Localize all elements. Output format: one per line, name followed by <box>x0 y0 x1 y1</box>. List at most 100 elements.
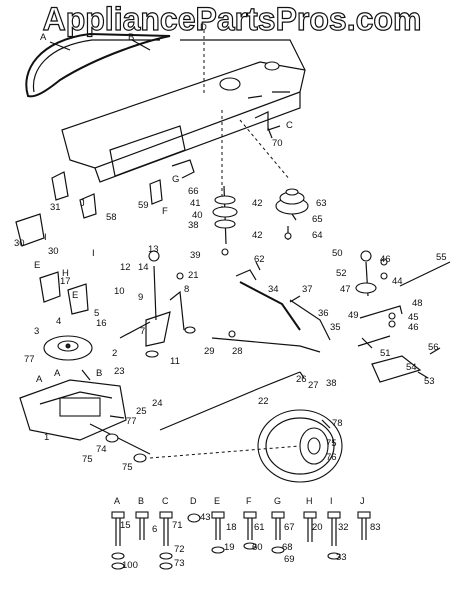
callout-55: 55 <box>436 252 447 263</box>
callout-38: 38 <box>326 378 337 389</box>
callout-71: 71 <box>172 520 183 531</box>
drive-belt-shape <box>25 32 171 98</box>
letter-H: H <box>62 268 69 279</box>
callout-23: 23 <box>114 366 125 377</box>
bolt-71-shape <box>159 511 173 570</box>
hdr-A: A <box>114 496 120 506</box>
letter-B2: B <box>96 368 102 379</box>
pulley-3-shape <box>43 335 93 361</box>
callout-53: 53 <box>424 376 435 387</box>
bracket-30-shape <box>15 213 45 247</box>
callout-19: 19 <box>224 542 235 553</box>
letter-I2: I <box>44 232 47 243</box>
callout-31: 31 <box>50 202 61 213</box>
callout-38b: 38 <box>188 220 199 231</box>
callout-52: 52 <box>336 268 347 279</box>
bolt-20-shape <box>303 511 317 542</box>
nut-43-shape <box>187 513 201 523</box>
letter-F: F <box>162 206 168 217</box>
callout-64: 64 <box>312 230 323 241</box>
callout-76: 76 <box>326 452 337 463</box>
bracket-70-shape <box>247 91 290 131</box>
callout-37: 37 <box>302 284 313 295</box>
callout-2: 2 <box>112 348 117 359</box>
letter-I: I <box>92 248 95 259</box>
callout-75a: 75 <box>82 454 93 465</box>
callout-34: 34 <box>268 284 279 295</box>
right-linkage-shape <box>355 250 451 328</box>
hdr-J: J <box>360 496 365 506</box>
callout-67: 67 <box>284 522 295 533</box>
hdr-D: D <box>190 496 197 506</box>
bolt-67-shape <box>271 511 285 554</box>
callout-4: 4 <box>56 316 61 327</box>
hdr-F: F <box>246 496 252 506</box>
callout-48: 48 <box>412 298 423 309</box>
letter-A: A <box>40 32 47 43</box>
letter-C: C <box>286 120 293 131</box>
bracket-58-shape <box>79 193 97 219</box>
callout-56: 56 <box>428 342 439 353</box>
callout-75b: 75 <box>122 462 133 473</box>
letter-J: J <box>80 198 85 209</box>
callout-45: 45 <box>408 312 419 323</box>
letter-B: B <box>128 32 134 43</box>
callout-28: 28 <box>232 346 243 357</box>
callout-46b: 46 <box>408 322 419 333</box>
callout-9: 9 <box>138 292 143 303</box>
callout-26: 26 <box>296 374 307 385</box>
callout-74: 74 <box>96 444 107 455</box>
callout-59: 59 <box>138 200 149 211</box>
callout-12: 12 <box>120 262 131 273</box>
idler-assembly-shape <box>212 185 238 256</box>
hdr-G: G <box>274 496 281 506</box>
callout-16: 16 <box>96 318 107 329</box>
callout-47: 47 <box>340 284 351 295</box>
callout-36: 36 <box>318 308 329 319</box>
letter-D: D <box>200 22 207 33</box>
frame-shape <box>61 30 306 210</box>
callout-77b: 77 <box>126 416 137 427</box>
callout-25: 25 <box>136 406 147 417</box>
bracket-31-shape <box>51 171 69 201</box>
letter-E: E <box>34 260 40 271</box>
callout-68: 68 <box>282 542 293 553</box>
callout-6: 6 <box>152 524 157 535</box>
callout-13: 13 <box>148 244 159 255</box>
callout-63: 63 <box>316 198 327 209</box>
callout-17: 17 <box>60 276 71 287</box>
letter-A2: A <box>36 374 43 385</box>
callout-30b: 30 <box>48 246 59 257</box>
callout-15: 15 <box>120 520 131 531</box>
bolt-6-shape <box>135 511 149 540</box>
bolt-83-shape <box>357 511 371 540</box>
callout-42b: 42 <box>252 230 263 241</box>
callout-33: 33 <box>336 552 347 563</box>
callout-21: 21 <box>188 270 199 281</box>
hdr-C: C <box>162 496 169 506</box>
callout-77a: 77 <box>24 354 35 365</box>
watermark: AppliancePartsPros.com <box>42 0 422 37</box>
callout-43: 43 <box>200 512 211 523</box>
rod-28-shape <box>211 330 321 353</box>
hdr-B: B <box>138 496 144 506</box>
callout-1: 1 <box>44 432 49 443</box>
callout-49: 49 <box>348 310 359 321</box>
callout-50: 50 <box>332 248 343 259</box>
callout-29: 29 <box>204 346 215 357</box>
hardware-header-letters: A B C D E F G H I J <box>114 496 365 506</box>
callout-41: 41 <box>190 198 201 209</box>
lever-34-shape <box>235 269 331 341</box>
callout-30a: 30 <box>14 238 25 249</box>
callout-27: 27 <box>308 380 319 391</box>
callout-14: 14 <box>138 262 149 273</box>
callout-32: 32 <box>338 522 349 533</box>
bolt-15-shape <box>111 511 125 570</box>
callout-65: 65 <box>312 214 323 225</box>
bracket-53-shape <box>357 335 422 383</box>
callout-66: 66 <box>188 186 199 197</box>
callout-18: 18 <box>226 522 237 533</box>
callout-7: 7 <box>140 326 145 337</box>
bracket-59-shape <box>149 179 163 205</box>
